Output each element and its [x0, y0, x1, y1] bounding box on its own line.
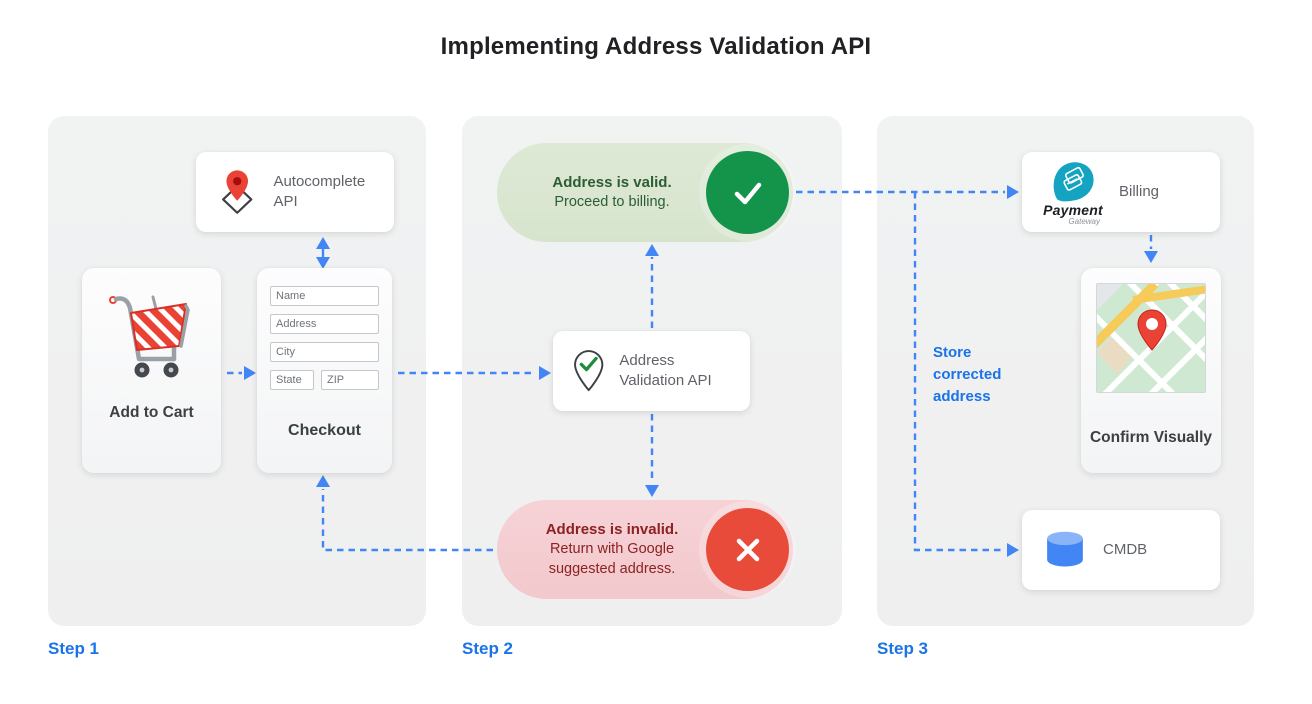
cmdb-card: CMDB	[1022, 510, 1220, 590]
add-to-cart-label: Add to Cart	[109, 404, 194, 421]
step2-label: Step 2	[462, 639, 514, 658]
checkout-state-field[interactable]	[270, 370, 314, 390]
payment-gateway-subtitle: Gateway	[1068, 217, 1100, 226]
store-corrected-address-note: Store corrected address	[933, 344, 1002, 405]
step1-label: Step 1	[48, 639, 100, 658]
autocomplete-api-card: Autocomplete API	[196, 152, 394, 232]
address-invalid-title: Address is invalid.	[545, 520, 679, 538]
billing-card: Payment Gateway Billing	[1022, 152, 1220, 232]
address-invalid-text: Address is invalid. Return with Google s…	[523, 500, 701, 599]
shopping-cart-icon	[108, 295, 190, 378]
map-with-pin-icon	[1097, 284, 1205, 392]
add-to-cart-card: Add to Cart	[82, 268, 221, 473]
address-valid-title: Address is valid.	[552, 173, 672, 191]
address-invalid-subtitle: Return with Google suggested address.	[548, 541, 676, 577]
confirm-visually-label: Confirm Visually	[1089, 429, 1213, 446]
checkout-label: Checkout	[288, 422, 361, 439]
page-title: Implementing Address Validation API	[440, 33, 872, 60]
map-thumbnail	[1096, 283, 1206, 393]
checkout-city-field[interactable]	[270, 342, 379, 362]
validation-pin-check-icon	[574, 350, 604, 392]
address-validation-api-card: Address Validation API	[553, 331, 750, 411]
checkout-card: Checkout	[257, 268, 392, 473]
autocomplete-api-label: Autocomplete API	[273, 172, 366, 210]
address-valid-banner: Address is valid. Proceed to billing.	[497, 143, 793, 242]
address-valid-text: Address is valid. Proceed to billing.	[523, 143, 701, 242]
confirm-visually-card: Confirm Visually	[1081, 268, 1221, 473]
step3-label: Step 3	[877, 639, 929, 658]
checkout-address-field[interactable]	[270, 314, 379, 334]
payment-gateway-icon	[1053, 162, 1094, 202]
x-icon	[736, 538, 759, 561]
checkout-name-field[interactable]	[270, 286, 379, 306]
address-invalid-banner: Address is invalid. Return with Google s…	[497, 500, 793, 599]
address-valid-subtitle: Proceed to billing.	[554, 193, 670, 210]
billing-label: Billing	[1119, 182, 1160, 200]
payment-gateway-logo: Payment Gateway	[1040, 158, 1106, 226]
address-validation-api-label: Address Validation API	[619, 351, 712, 389]
checkout-state-zip-row	[270, 370, 379, 398]
database-icon	[1047, 531, 1083, 567]
x-circle-icon	[706, 508, 789, 591]
check-circle-icon	[706, 151, 789, 234]
checkout-zip-field[interactable]	[321, 370, 379, 390]
payment-gateway-title: Payment	[1043, 202, 1103, 218]
check-icon	[734, 182, 761, 204]
cmdb-label: CMDB	[1103, 540, 1148, 558]
autocomplete-pin-diamond-icon	[222, 170, 253, 214]
